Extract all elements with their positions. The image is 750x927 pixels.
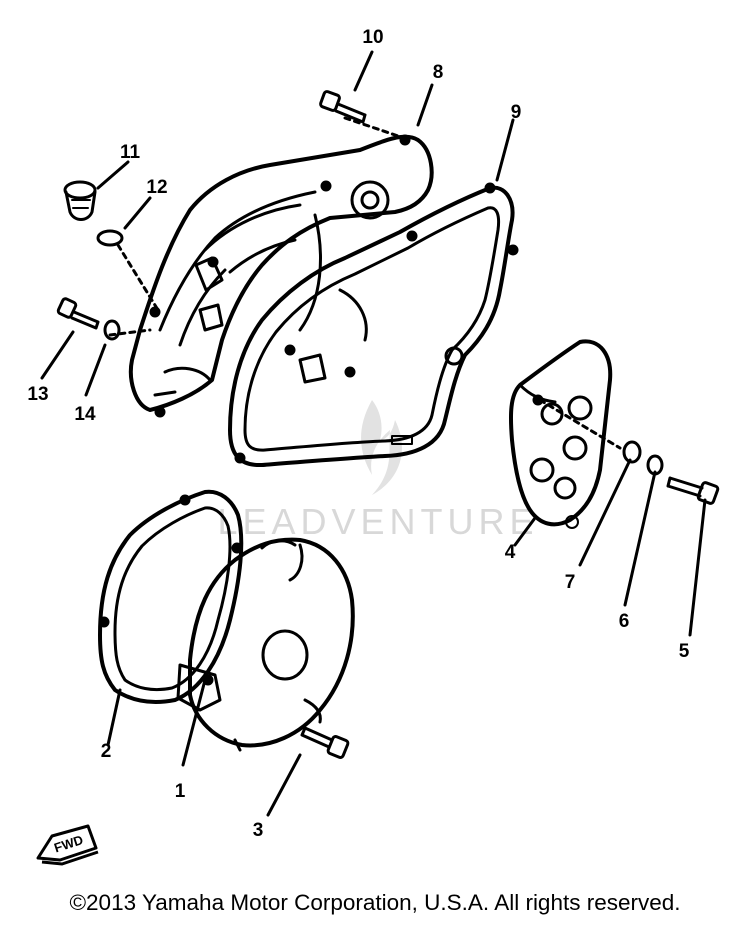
callout-12: 12 (146, 177, 167, 198)
oil-filler-plug (63, 180, 97, 221)
callout-9: 9 (511, 102, 522, 123)
generator-cover (176, 537, 355, 752)
callout-14: 14 (74, 404, 96, 425)
o-ring (96, 229, 124, 247)
callout-1: 1 (175, 781, 186, 802)
copyright-notice: ©2013 Yamaha Motor Corporation, U.S.A. A… (69, 890, 680, 915)
callout-labels: 1 2 3 4 5 6 7 8 9 10 11 12 13 14 (27, 27, 689, 841)
callout-2: 2 (101, 741, 112, 762)
screw-13 (56, 297, 100, 330)
callout-8: 8 (433, 62, 444, 83)
washer-7 (622, 440, 642, 464)
bolt-5 (666, 476, 720, 505)
callout-6: 6 (619, 611, 630, 632)
watermark: LEADVENTURE (217, 400, 538, 542)
screw-3 (300, 726, 350, 759)
callout-11: 11 (120, 142, 141, 163)
washer-14 (103, 319, 121, 341)
callout-4: 4 (505, 542, 516, 563)
crankcase-cover (129, 134, 434, 418)
screw-10 (319, 90, 367, 124)
sprocket-cover (509, 339, 613, 529)
callout-10: 10 (362, 27, 383, 48)
callout-5: 5 (679, 641, 690, 662)
watermark-text: LEADVENTURE (217, 501, 538, 542)
callout-3: 3 (253, 820, 264, 841)
crankcase-gasket (228, 182, 519, 468)
callout-7: 7 (565, 572, 576, 593)
leader-lines (40, 50, 707, 817)
callout-13: 13 (27, 384, 48, 405)
forward-arrow: FWD (36, 824, 99, 866)
